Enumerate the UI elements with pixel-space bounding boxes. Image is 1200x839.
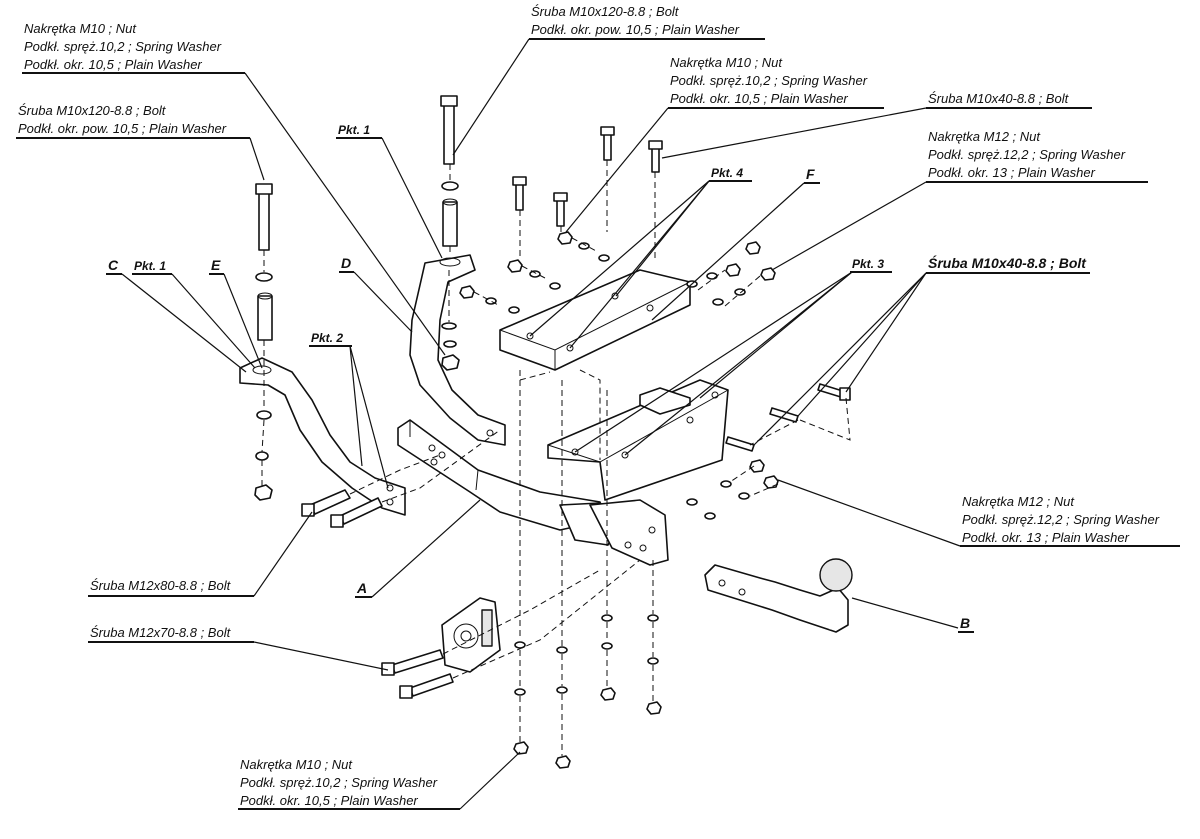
callout-text: Nakrętka M10 ; Nut <box>670 55 783 70</box>
callout-text: Nakrętka M10 ; Nut <box>24 21 137 36</box>
callout-top-bolt: Śruba M10x120-8.8 ; Bolt Podkł. okr. pow… <box>452 4 765 156</box>
tag-letter-e: E <box>209 257 263 369</box>
tag-letter-f: F <box>651 166 820 321</box>
callout-text: Podkł. okr. 10,5 ; Plain Washer <box>670 91 848 106</box>
callout-text: Podkł. okr. 10,5 ; Plain Washer <box>240 793 418 808</box>
callout-right-nut-m12-lower: Nakrętka M12 ; Nut Podkł. spręż.12,2 ; S… <box>777 479 1180 547</box>
ball-hitch-b <box>704 558 853 633</box>
callout-bolt-m12x80: Śruba M12x80-8.8 ; Bolt <box>88 511 313 597</box>
callout-bolt-m12x70: Śruba M12x70-8.8 ; Bolt <box>88 625 389 671</box>
tag-text: Pkt. 1 <box>338 123 370 137</box>
callout-text: Podkł. spręż.10,2 ; Spring Washer <box>240 775 438 790</box>
tag-letter-a: A <box>355 499 481 598</box>
left-arm-bracket-c <box>239 357 406 516</box>
tag-text: F <box>806 166 815 182</box>
callout-text: Nakrętka M10 ; Nut <box>240 757 353 772</box>
tag-text: Pkt. 4 <box>711 166 743 180</box>
tag-text: Pkt. 3 <box>852 257 884 271</box>
callout-bottom-nut: Nakrętka M10 ; Nut Podkł. spręż.10,2 ; S… <box>238 751 521 810</box>
callout-text: Podkł. spręż.10,2 ; Spring Washer <box>24 39 222 54</box>
tag-text: C <box>108 257 119 273</box>
socket-plate <box>441 597 501 673</box>
left-bolt-stack-e <box>254 183 273 501</box>
callout-text: Podkł. spręż.10,2 ; Spring Washer <box>670 73 868 88</box>
center-bolt-stack <box>440 95 460 371</box>
tag-pkt1-top: Pkt. 1 <box>336 123 443 259</box>
callout-text: Nakrętka M12 ; Nut <box>962 494 1075 509</box>
callout-text: Śruba M10x40-8.8 ; Bolt <box>928 91 1070 106</box>
tag-pkt4: Pkt. 4 <box>529 166 752 349</box>
tag-text: B <box>960 615 970 631</box>
tag-letter-b: B <box>851 597 974 633</box>
tag-text: D <box>341 255 351 271</box>
right-bracket-pkt3 <box>547 379 729 501</box>
callout-text: Podkł. spręż.12,2 ; Spring Washer <box>962 512 1160 527</box>
callout-text: Śruba M12x80-8.8 ; Bolt <box>90 578 232 593</box>
tag-letter-d: D <box>339 255 413 333</box>
middle-arm-d <box>409 254 506 446</box>
callout-top-right-bolt: Śruba M10x40-8.8 ; Bolt <box>661 91 1092 159</box>
tag-text: E <box>211 257 221 273</box>
callout-right-nut-m12-upper: Nakrętka M12 ; Nut Podkł. spręż.12,2 ; S… <box>771 129 1148 271</box>
callout-text: Podkł. okr. 13 ; Plain Washer <box>928 165 1096 180</box>
callout-text: Śruba M10x40-8.8 ; Bolt <box>928 254 1087 271</box>
right-end-plate <box>589 499 669 566</box>
tag-text: Pkt. 2 <box>311 331 343 345</box>
callout-text: Podkł. okr. pow. 10,5 ; Plain Washer <box>18 121 227 136</box>
tag-pkt2: Pkt. 2 <box>309 331 389 489</box>
callout-top-left-nut: Nakrętka M10 ; Nut Podkł. spręż.10,2 ; S… <box>22 21 446 356</box>
callout-left-bolt: Śruba M10x120-8.8 ; Bolt Podkł. okr. pow… <box>16 103 265 181</box>
callout-text: Śruba M10x120-8.8 ; Bolt <box>531 4 680 19</box>
callout-text: Śruba M12x70-8.8 ; Bolt <box>90 625 232 640</box>
callout-text: Nakrętka M12 ; Nut <box>928 129 1041 144</box>
callout-text: Podkł. spręż.12,2 ; Spring Washer <box>928 147 1126 162</box>
callout-text: Śruba M10x120-8.8 ; Bolt <box>18 103 167 118</box>
tag-text: Pkt. 1 <box>134 259 166 273</box>
callout-top-right-nut: Nakrętka M10 ; Nut Podkł. spręż.10,2 ; S… <box>565 55 884 233</box>
bolts-m12x70 <box>381 649 454 699</box>
bottom-fasteners <box>513 614 662 769</box>
tag-pkt1-left: Pkt. 1 <box>132 259 256 369</box>
tag-pkt3: Pkt. 3 <box>574 257 892 456</box>
tag-text: A <box>356 580 367 596</box>
top-plate-pkt4 <box>499 269 691 371</box>
callout-right-bolt-bold: Śruba M10x40-8.8 ; Bolt <box>753 254 1090 446</box>
callout-text: Podkł. okr. 13 ; Plain Washer <box>962 530 1130 545</box>
tag-letter-c: C <box>106 257 247 373</box>
assembly-dash-lines <box>261 160 851 756</box>
callout-text: Podkł. okr. 10,5 ; Plain Washer <box>24 57 202 72</box>
callout-text: Podkł. okr. pow. 10,5 ; Plain Washer <box>531 22 740 37</box>
